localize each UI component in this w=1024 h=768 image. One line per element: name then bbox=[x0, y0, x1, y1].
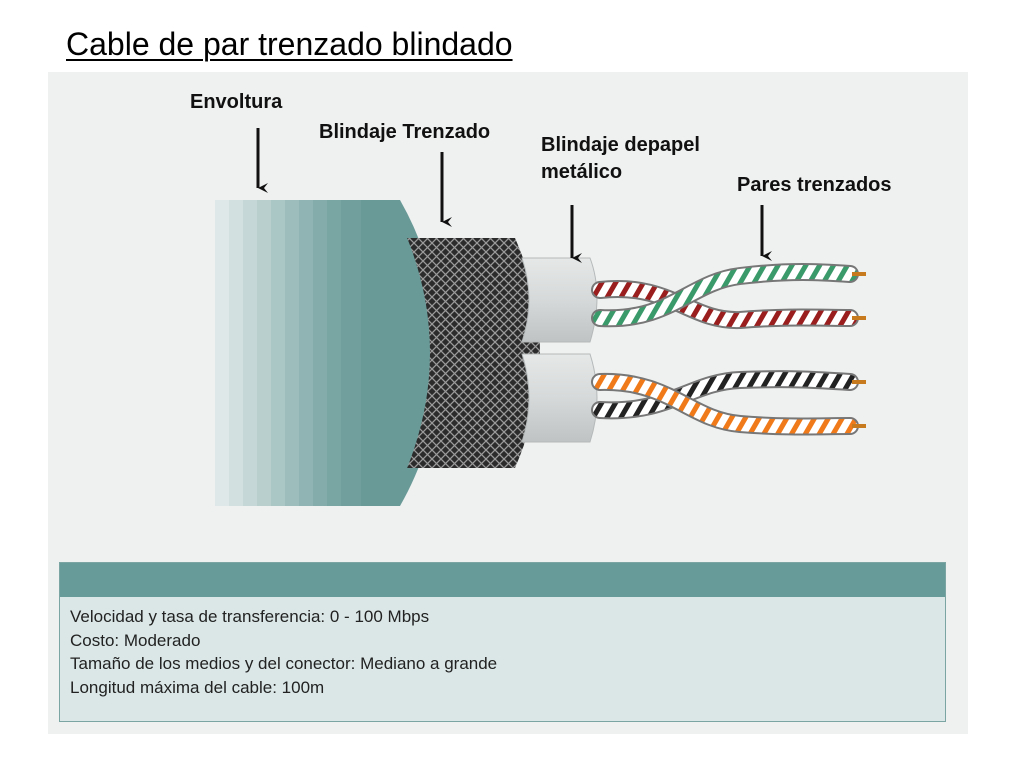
spec-size: Tamaño de los medios y del conector: Med… bbox=[70, 654, 498, 673]
specs-list: Velocidad y tasa de transferencia: 0 - 1… bbox=[70, 605, 497, 699]
spec-length: Longitud máxima del cable: 100m bbox=[70, 677, 325, 697]
foil-shield-bottom bbox=[521, 353, 598, 443]
twisted-pair-bottom bbox=[591, 370, 866, 436]
label-pares-trenzados: Pares trenzados bbox=[737, 174, 892, 196]
spec-speed: Velocidad y tasa de transferencia: 0 - 1… bbox=[70, 607, 430, 626]
specs-box: Velocidad y tasa de transferencia: 0 - 1… bbox=[59, 562, 946, 722]
label-envoltura: Envoltura bbox=[190, 91, 283, 113]
label-blindaje-papel-line2: metálico bbox=[541, 161, 623, 183]
label-blindaje-papel-line1: Blindaje depapel bbox=[541, 134, 700, 156]
braided-shield bbox=[405, 238, 540, 468]
foil-shield-top bbox=[521, 257, 598, 343]
page-title: Cable de par trenzado blindado bbox=[66, 26, 513, 62]
specs-header-bar bbox=[60, 563, 945, 597]
label-blindaje-trenzado: Blindaje Trenzado bbox=[319, 121, 491, 143]
spec-cost: Costo: Moderado bbox=[70, 630, 201, 650]
twisted-pair-top bbox=[591, 263, 866, 330]
